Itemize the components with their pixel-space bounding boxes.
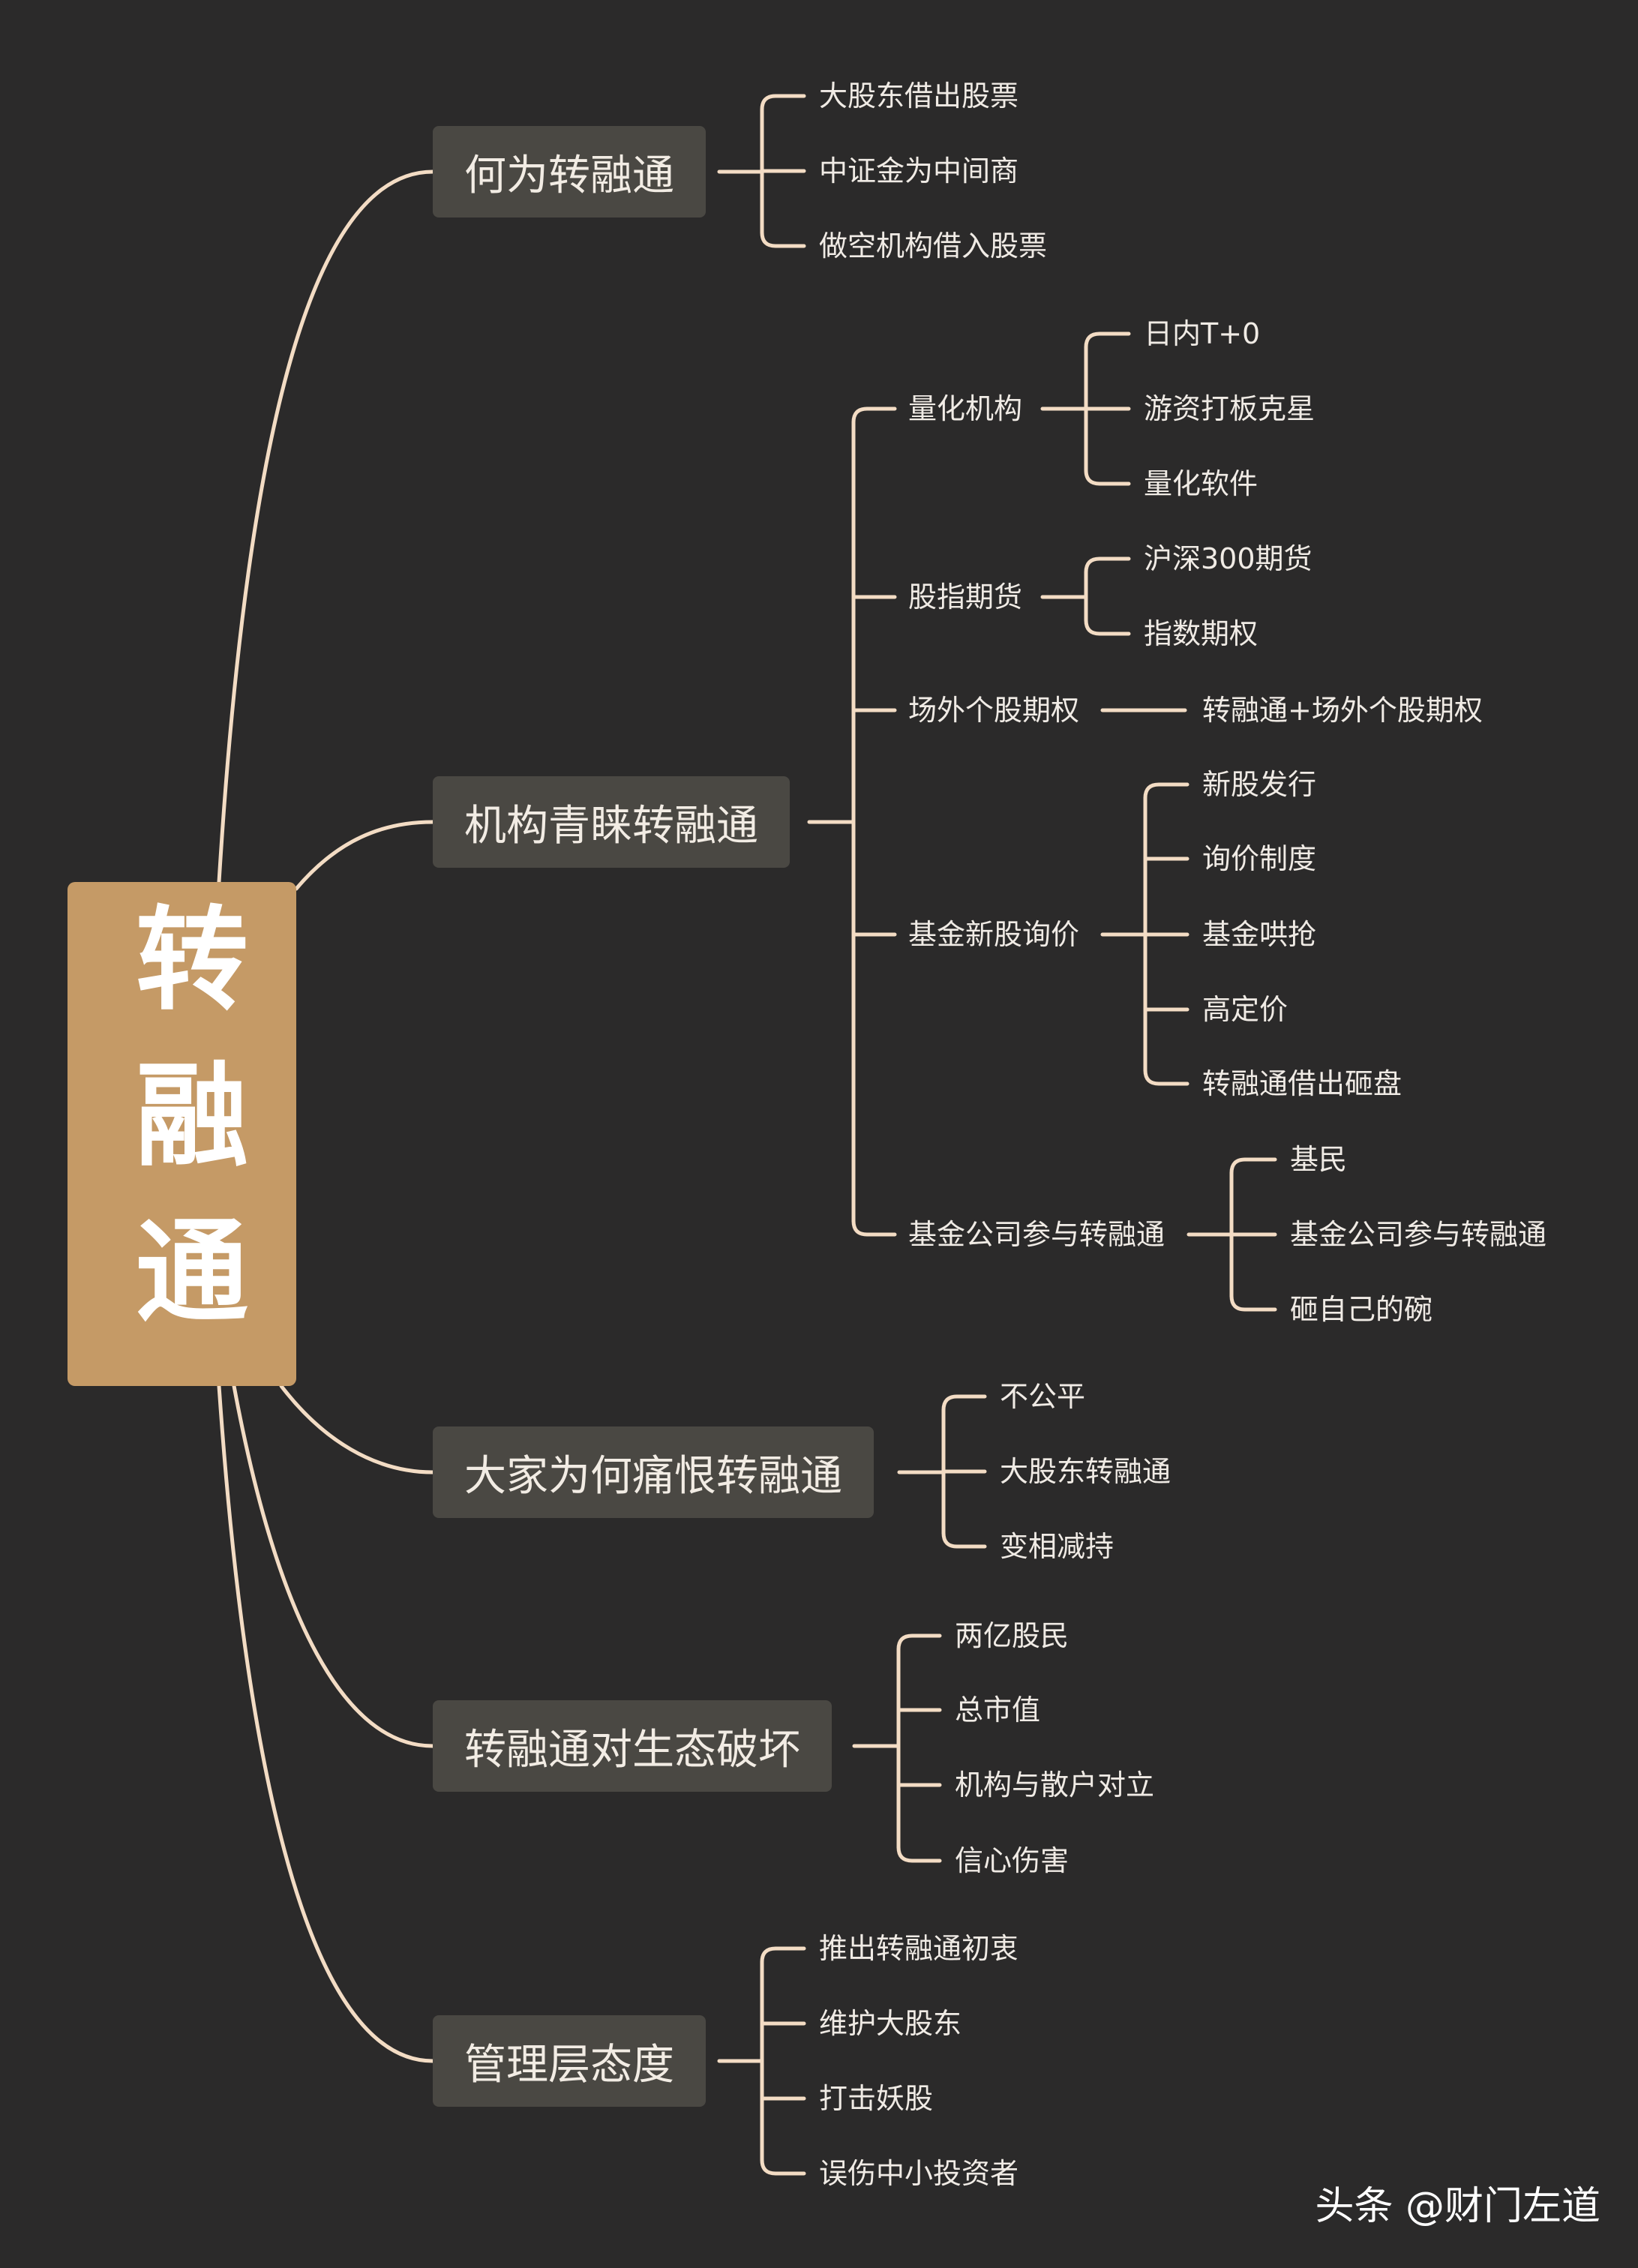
bracket-connector <box>760 1946 806 1964</box>
leaf-node[interactable]: 转融通借出砸盘 <box>1202 1067 1402 1100</box>
leaf-node[interactable]: 做空机构借入股票 <box>819 230 1048 262</box>
bracket-connector <box>1084 556 1131 574</box>
bracket-connector <box>851 406 897 424</box>
root-connector <box>279 1384 435 1474</box>
root-connector <box>232 1384 435 1748</box>
bracket-connector <box>896 1634 942 1652</box>
bracket-connector <box>1084 468 1131 486</box>
bracket-connector <box>896 1845 942 1863</box>
branch-institutions[interactable]: 机构青睐转融通 <box>433 776 790 868</box>
sub-branch-node[interactable]: 股指期货 <box>908 580 1023 614</box>
branch-label: 机构青睐转融通 <box>464 801 758 850</box>
leaf-node[interactable]: 中证金为中间商 <box>819 154 1019 188</box>
bracket-connector <box>760 2158 806 2176</box>
leaf-node[interactable]: 高定价 <box>1202 993 1288 1026</box>
leaf-node[interactable]: 变相减持 <box>1000 1530 1114 1563</box>
leaf-node[interactable]: 信心伤害 <box>955 1844 1070 1877</box>
leaf-node[interactable]: 基民 <box>1290 1143 1348 1176</box>
leaf-node[interactable]: 询价制度 <box>1202 842 1317 875</box>
leaf-node[interactable]: 量化软件 <box>1144 467 1258 500</box>
leaf-node[interactable]: 基金公司参与转融通 <box>1290 1218 1547 1251</box>
bracket-connector <box>941 1531 987 1549</box>
leaf-node[interactable]: 指数期权 <box>1144 617 1258 650</box>
root-connector <box>217 1384 435 2063</box>
leaf-node[interactable]: 推出转融通初衷 <box>819 1932 1019 1965</box>
bracket-connector <box>1143 782 1190 800</box>
branch-regulator-stance[interactable]: 管理层态度 <box>433 2015 706 2107</box>
leaf-node[interactable]: 大股东转融通 <box>1000 1455 1172 1488</box>
bracket-connector <box>1084 618 1131 636</box>
branch-public-hate[interactable]: 大家为何痛恨转融通 <box>433 1426 874 1518</box>
leaf-node[interactable]: 总市值 <box>955 1694 1041 1726</box>
bracket-connector <box>1084 332 1131 350</box>
leaf-node[interactable]: 机构与散户对立 <box>955 1768 1155 1802</box>
bracket-connector <box>1229 1294 1277 1312</box>
root-connector <box>217 170 435 884</box>
leaf-node[interactable]: 砸自己的碗 <box>1290 1293 1433 1326</box>
bracket-connector <box>760 94 806 112</box>
leaf-node[interactable]: 转融通+场外个股期权 <box>1202 694 1483 727</box>
leaf-node[interactable]: 误伤中小投资者 <box>819 2157 1019 2190</box>
root-connector <box>294 820 435 891</box>
leaf-node[interactable]: 大股东借出股票 <box>819 80 1019 112</box>
leaf-node[interactable]: 游资打板克星 <box>1144 392 1316 425</box>
leaf-node[interactable]: 维护大股东 <box>819 2007 962 2040</box>
leaf-node[interactable]: 基金哄抢 <box>1202 918 1317 951</box>
leaf-node[interactable]: 新股发行 <box>1202 768 1317 801</box>
watermark: 头条 @财门左道 <box>1315 2184 1600 2229</box>
leaf-node[interactable]: 打击妖股 <box>819 2082 934 2115</box>
branch-label: 转融通对生态破坏 <box>464 1725 800 1774</box>
branch-ecology-damage[interactable]: 转融通对生态破坏 <box>433 1700 832 1792</box>
branch-what-is[interactable]: 何为转融通 <box>433 126 706 218</box>
branch-label: 何为转融通 <box>464 151 674 200</box>
sub-branch-node[interactable]: 量化机构 <box>908 392 1023 425</box>
leaf-node[interactable]: 日内T+0 <box>1144 317 1261 350</box>
leaf-node[interactable]: 沪深300期货 <box>1144 542 1312 575</box>
leaf-node[interactable]: 两亿股民 <box>955 1619 1070 1652</box>
bracket-connector <box>760 230 806 248</box>
leaf-node[interactable]: 不公平 <box>1000 1380 1086 1413</box>
bracket-connector <box>1229 1157 1277 1175</box>
branch-label: 管理层态度 <box>464 2040 674 2090</box>
sub-branch-node[interactable]: 基金公司参与转融通 <box>908 1218 1166 1251</box>
root-label: 转融通 <box>116 900 248 1368</box>
branch-label: 大家为何痛恨转融通 <box>464 1451 842 1501</box>
bracket-connector <box>941 1394 987 1412</box>
root-node[interactable]: 转融通 <box>68 882 296 1386</box>
bracket-connector <box>1143 1068 1190 1086</box>
bracket-connector <box>851 1219 897 1237</box>
sub-branch-node[interactable]: 基金新股询价 <box>908 918 1080 951</box>
sub-branch-node[interactable]: 场外个股期权 <box>908 694 1080 727</box>
